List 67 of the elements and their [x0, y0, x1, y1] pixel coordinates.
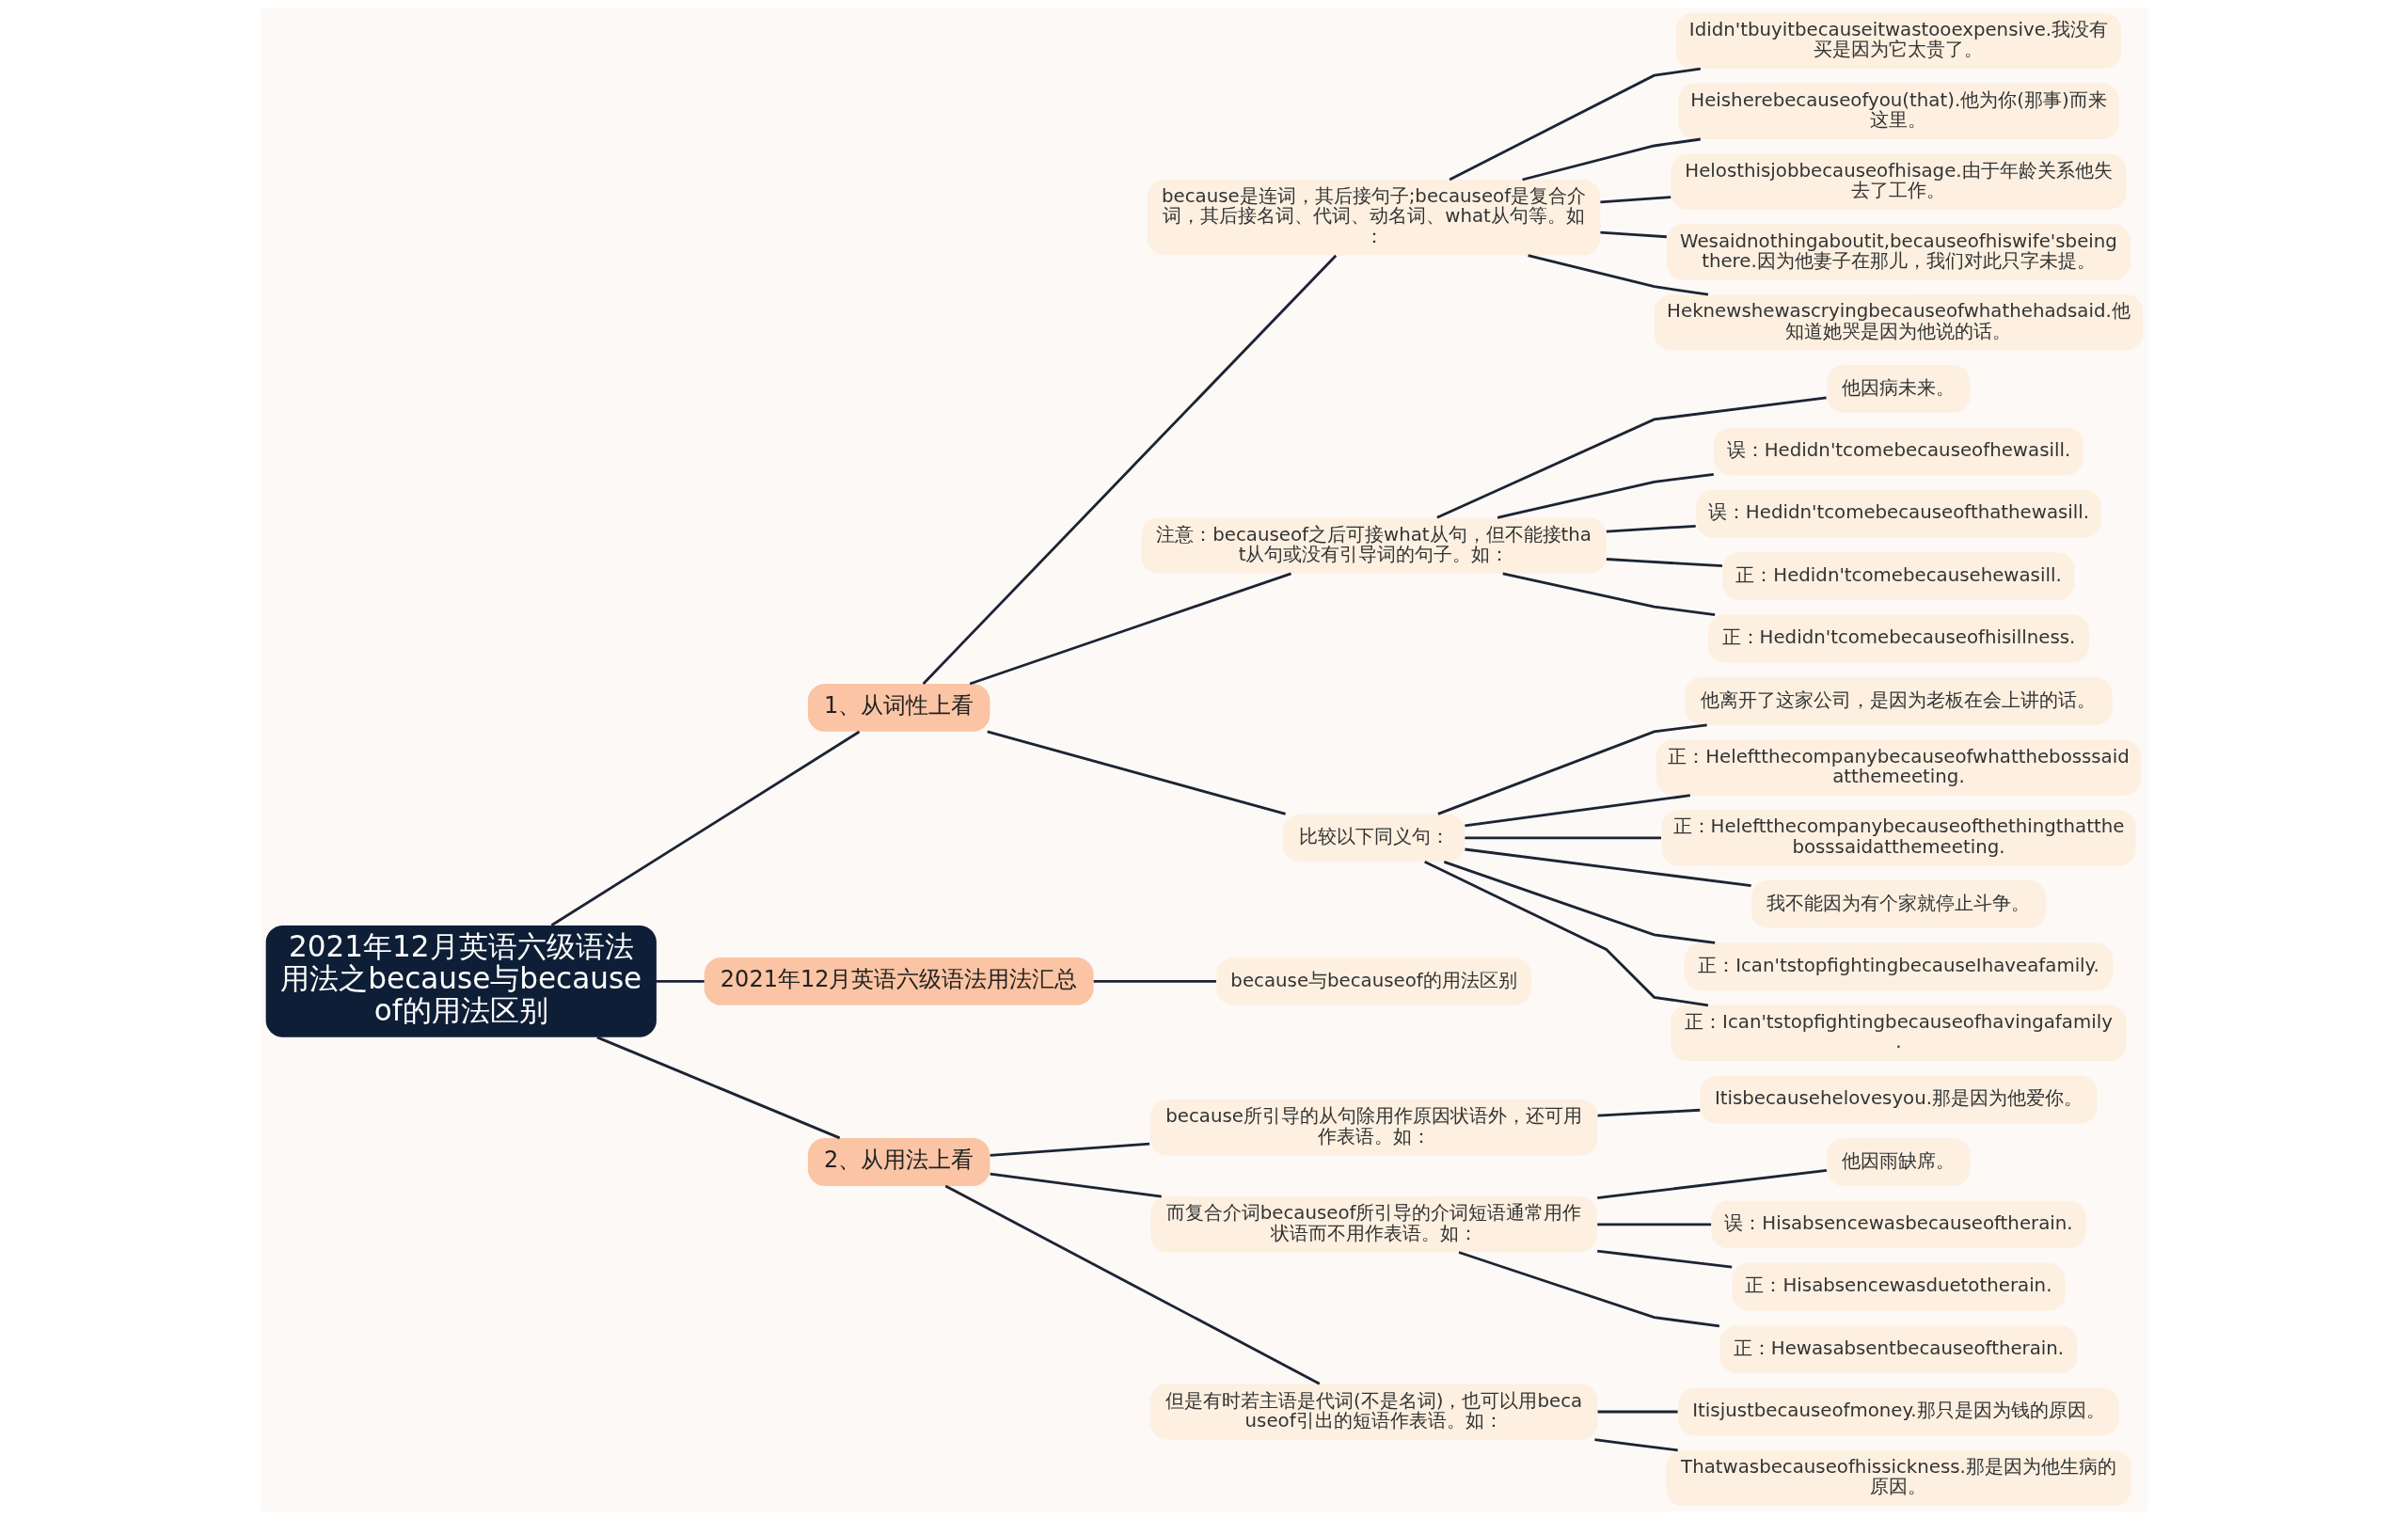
node-box: 误：Hisabsencewasbecauseoftherain. — [1710, 1200, 2086, 1249]
connector — [1599, 196, 1671, 204]
node-box: 误：Hedidn'tcomebecauseofhewasill. — [1713, 427, 2083, 476]
node-box: 注意：becauseof之后可接what从句，但不能接that从句或没有引导词的句子。如： — [1140, 517, 1607, 574]
connector — [1093, 979, 1216, 983]
node-box: Wesaidnothingaboutit,becauseofhiswife'sbeingthere.因为他妻子在那儿，我们对此只字未提。 — [1666, 224, 2131, 280]
node-box: 他因病未来。 — [1826, 365, 1971, 413]
connector — [656, 979, 705, 983]
node-box: 比较以下同义句： — [1282, 814, 1465, 862]
connector — [1597, 1410, 1678, 1414]
connector — [1435, 396, 1827, 519]
node-box: 误：Hedidn'tcomebecauseofthathewasill. — [1695, 489, 2101, 538]
node-box: 正：Hedidn'tcomebecauseofhisillness. — [1707, 614, 2089, 663]
connector — [1501, 572, 1715, 616]
node-box: 2021年12月英语六级语法用法之because与because of的用法区别 — [265, 926, 657, 1037]
node-box: 正：Hedidn'tcomebecausehewasill. — [1721, 552, 2075, 600]
connector — [986, 730, 1286, 815]
node-box: 正：Ican'tstopfightingbecauseIhaveafamily. — [1683, 942, 2114, 991]
node-box: Heknewshewascryingbecauseofwhathehadsaid.他知道她哭是因为他说的话。 — [1654, 294, 2143, 351]
node-box: Itisjustbecauseofmoney.那只是因为钱的原因。 — [1677, 1387, 2119, 1436]
connector — [1497, 472, 1714, 519]
node-box: 正：Hisabsencewasduetotherain. — [1731, 1262, 2066, 1311]
node-box: because是连词，其后接句子;becauseof是复合介词，其后接名词、代词、动名词、what从句等。如： — [1147, 180, 1600, 256]
connector — [1527, 254, 1708, 296]
connector — [922, 254, 1337, 685]
node-box: 我不能因为有个家就停止斗争。 — [1751, 880, 2046, 928]
node-box: Itisbecausehelovesyou.那是因为他爱你。 — [1699, 1075, 2098, 1124]
connector — [1458, 1251, 1719, 1328]
connector — [1464, 794, 1690, 828]
connector — [1606, 524, 1696, 533]
node-box: 正：Hewasabsentbecauseoftherain. — [1719, 1325, 2077, 1373]
connector — [990, 1172, 1162, 1198]
node-box: 他因雨缺席。 — [1826, 1138, 1971, 1186]
connector — [1521, 137, 1701, 182]
connector — [1436, 723, 1707, 815]
node-box: 但是有时若主语是代词(不是名词)，也可以用becauseof引出的短语作表语。如： — [1149, 1384, 1598, 1440]
node-box: Heisherebecauseofyou(that).他为你(那事)而来这里。 — [1677, 83, 2119, 139]
node-box: 而复合介词becauseof所引导的介词短语通常用作状语而不用作表语。如： — [1149, 1196, 1597, 1253]
connector — [990, 1142, 1149, 1157]
connector — [1596, 1223, 1711, 1226]
node-box: because所引导的从句除用作原因状语外，还可用作表语。如： — [1149, 1100, 1598, 1156]
node-box: 1、从词性上看 — [807, 684, 990, 732]
connector — [1448, 67, 1701, 182]
connector — [550, 730, 860, 926]
node-box: Helosthisjobbecauseofhisage.由于年龄关系他失去了工作。 — [1670, 153, 2127, 210]
connector — [1596, 1169, 1827, 1199]
connector — [1599, 230, 1667, 239]
node-box: 正：Heleftthecompanybecauseofthethingthatthebosssaidatthemeeting. — [1660, 810, 2136, 866]
node-box: 正：Heleftthecompanybecauseofwhatthebosssaidatthemeeting. — [1656, 739, 2141, 796]
connector — [1606, 558, 1722, 568]
connector — [1464, 836, 1661, 840]
connector — [1596, 1249, 1732, 1269]
node-box: because与becauseof的用法区别 — [1215, 957, 1531, 1005]
connector — [1464, 847, 1751, 888]
node-box: 2021年12月英语六级语法用法汇总 — [704, 957, 1094, 1005]
connector — [1593, 1438, 1678, 1452]
node-box: 他离开了这家公司，是因为老板在会上讲的话。 — [1684, 676, 2113, 725]
connector — [595, 1036, 840, 1140]
connector — [1423, 861, 1708, 1007]
connector — [944, 1184, 1320, 1385]
node-box: 2、从用法上看 — [807, 1138, 990, 1186]
connector — [1443, 860, 1715, 944]
node-box: Thatwasbecauseofhissickness.那是因为他生病的原因。 — [1665, 1449, 2131, 1507]
node-box: Ididn'tbuyitbecauseitwastooexpensive.我没有买是因为它太贵了。 — [1675, 12, 2121, 70]
connector — [1597, 1108, 1700, 1117]
connector — [969, 572, 1291, 686]
node-box: 正：Ican'tstopfightingbecauseofhavingafamily. — [1670, 1005, 2127, 1062]
